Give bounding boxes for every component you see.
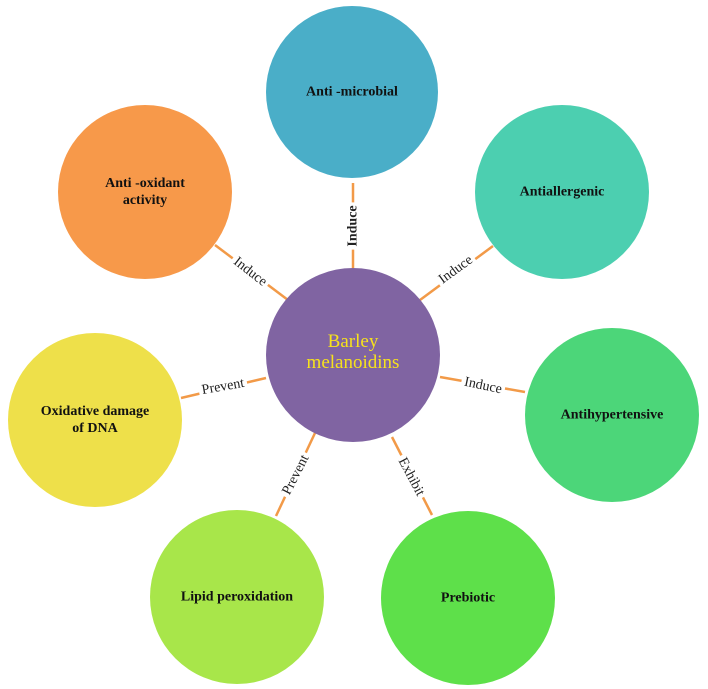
relation-bg-lipid-peroxidation xyxy=(276,449,316,501)
node-antioxidant: Anti -oxidant activity xyxy=(58,105,232,279)
node-prebiotic: Prebiotic xyxy=(381,511,555,685)
node-circle-antihypertensive xyxy=(525,328,699,502)
node-circle-antioxidant xyxy=(58,105,232,279)
relation-bg-oxidative-damage xyxy=(197,373,249,401)
node-circle-lipid-peroxidation xyxy=(150,510,324,684)
relation-text-oxidative-damage: Prevent xyxy=(201,376,246,398)
relation-bg-antiallergenic xyxy=(432,249,480,291)
relation-text-lipid-peroxidation: Prevent xyxy=(280,452,313,497)
relation-bg-antioxidant xyxy=(227,251,273,293)
node-label-prebiotic-line-1: Prebiotic xyxy=(441,591,495,606)
outer-nodes: Anti -microbialAntiallergenicAntihyperte… xyxy=(8,6,699,685)
relation-bg-antihypertensive xyxy=(459,372,507,400)
node-lipid-peroxidation: Lipid peroxidation xyxy=(150,510,324,684)
node-label-oxidative-damage-line-1: Oxidative damage xyxy=(41,404,150,419)
node-antimicrobial: Anti -microbial xyxy=(266,6,438,178)
relation-text-antimicrobial: Induce xyxy=(346,205,361,246)
node-label-antioxidant-line-2: activity xyxy=(123,193,167,208)
node-circle-antiallergenic xyxy=(475,105,649,279)
node-label-antihypertensive-line-1: Antihypertensive xyxy=(561,408,664,423)
node-circle-antimicrobial xyxy=(266,6,438,178)
relation-text-prebiotic: Exhibit xyxy=(395,455,428,499)
node-oxidative-damage: Oxidative damage of DNA xyxy=(8,333,182,507)
node-circle-prebiotic xyxy=(381,511,555,685)
center-label-line-1: Barley xyxy=(328,331,379,352)
relation-antioxidant: Induce xyxy=(227,251,273,293)
node-label-oxidative-damage-line-2: of DNA xyxy=(72,421,118,436)
relation-prebiotic: Exhibit xyxy=(391,451,431,503)
relation-antimicrobial: Induce xyxy=(344,202,362,250)
node-circle-oxidative-damage xyxy=(8,333,182,507)
center-label-line-2: melanoidins xyxy=(307,352,400,373)
node-label-lipid-peroxidation-line-1: Lipid peroxidation xyxy=(181,590,293,605)
center-circle xyxy=(266,268,440,442)
node-label-antiallergenic-line-1: Antiallergenic xyxy=(520,185,605,200)
relation-antihypertensive: Induce xyxy=(459,372,507,400)
relation-oxidative-damage: Prevent xyxy=(197,373,249,401)
relation-antiallergenic: Induce xyxy=(432,249,480,291)
node-antihypertensive: Antihypertensive xyxy=(525,328,699,502)
relation-bg-prebiotic xyxy=(391,451,431,503)
node-antiallergenic: Antiallergenic xyxy=(475,105,649,279)
node-label-antioxidant-line-1: Anti -oxidant xyxy=(105,176,185,191)
relation-lipid-peroxidation: Prevent xyxy=(276,449,316,501)
node-label-antimicrobial-line-1: Anti -microbial xyxy=(306,85,398,100)
relation-bg-antimicrobial xyxy=(344,202,362,250)
